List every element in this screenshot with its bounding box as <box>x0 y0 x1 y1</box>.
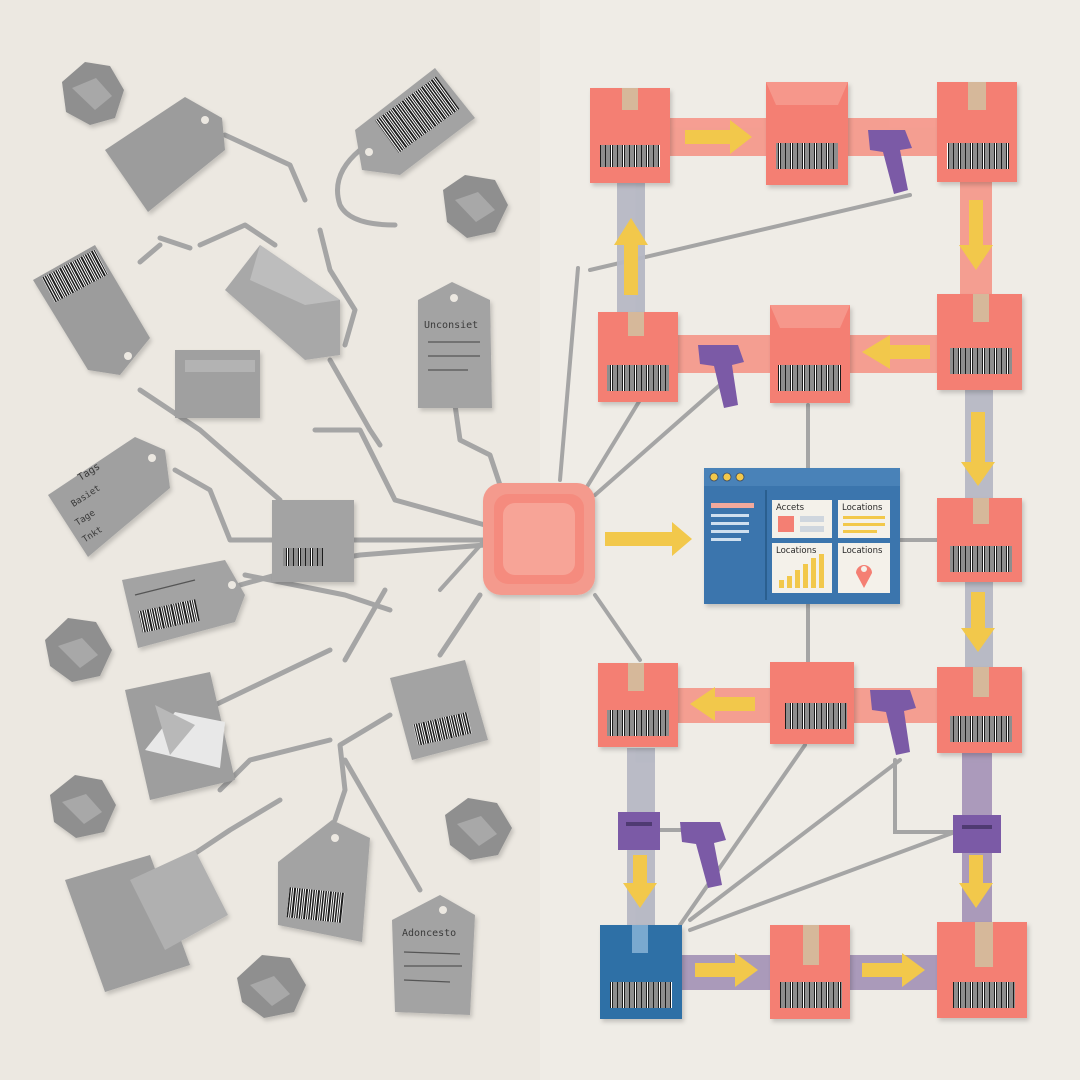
box-gray-1 <box>175 350 260 418</box>
scanner-icon <box>680 822 726 888</box>
arrow-down-1 <box>959 200 993 270</box>
arrow-right-3 <box>862 953 925 987</box>
hub-node <box>483 483 595 595</box>
tag-adoncesto-text: Adoncesto <box>402 928 456 939</box>
tag-barcode-bottom <box>278 820 370 942</box>
scanner-pad-icon <box>953 815 1001 853</box>
box-coral-r1c3 <box>937 82 1017 182</box>
arrow-up-1 <box>614 218 648 295</box>
crumpled-paper-4 <box>50 775 116 838</box>
tag-handwritten-tags: Tags Basiet Tage Tnkt <box>48 437 170 557</box>
box-coral-r4c1 <box>598 663 678 747</box>
box-gray-open-1 <box>125 672 235 800</box>
tag-barcode-mid <box>122 560 245 648</box>
panel-locations-1: Locations <box>838 500 890 538</box>
scanner-icon <box>868 130 912 194</box>
tag-barcode-left <box>33 245 150 375</box>
box-coral-r2c3 <box>937 294 1022 390</box>
box-coral-r5c2 <box>770 925 850 1019</box>
arrow-hub-to-dashboard <box>605 522 692 556</box>
arrow-left-1 <box>862 335 930 369</box>
dashboard-window: Accets Locations Locations <box>704 468 900 604</box>
hub-square-icon <box>503 503 575 575</box>
arrow-right-2 <box>695 953 758 987</box>
box-coral-r1c1 <box>590 88 670 183</box>
tag-unconsist-text: Unconsiet <box>424 320 478 331</box>
box-blue-r5c1 <box>600 925 682 1019</box>
box-coral-r4c3 <box>937 667 1022 753</box>
tag-adoncesto: Adoncesto <box>392 895 475 1015</box>
arrow-down-3 <box>961 592 995 652</box>
box-coral-r2c2 <box>770 305 850 403</box>
box-gray-center-left <box>272 500 354 582</box>
panel-accets-title: Accets <box>776 503 805 513</box>
window-dot-icon <box>722 472 732 482</box>
panel-locations-2-title: Locations <box>776 546 817 556</box>
tangled-strings <box>137 132 503 898</box>
tag-barcode-top <box>355 68 475 175</box>
crumpled-paper-6 <box>237 955 306 1018</box>
panel-locations-2: Locations <box>772 543 832 593</box>
arrow-right-1 <box>685 120 752 154</box>
bar-chart-icon <box>779 554 824 588</box>
map-pin-icon <box>856 565 872 588</box>
crumpled-paper-2 <box>443 175 508 238</box>
panel-locations-3-title: Locations <box>842 546 883 556</box>
box-folded-gray-1 <box>225 245 340 360</box>
box-coral-r5c3 <box>937 922 1027 1018</box>
box-coral-r2c1 <box>598 312 678 402</box>
arrow-down-4 <box>623 855 657 908</box>
box-coral-r1c2 <box>766 82 848 185</box>
box-coral-r3c3 <box>937 498 1022 582</box>
window-dot-icon <box>709 472 719 482</box>
tag-unconsist: Unconsiet <box>418 282 492 408</box>
crumpled-paper-3 <box>45 618 112 682</box>
crumpled-paper-5 <box>445 798 512 860</box>
window-dot-icon <box>735 472 745 482</box>
arrow-down-5 <box>959 855 993 908</box>
scanner-pad-icon <box>618 812 660 850</box>
scanner-icon <box>870 690 916 755</box>
arrow-left-2 <box>690 687 755 721</box>
box-gray-open-2 <box>65 850 228 992</box>
dashboard-sidebar <box>711 503 754 541</box>
crumpled-paper-1 <box>62 62 124 125</box>
scanner-icon <box>698 345 744 408</box>
panel-accets: Accets <box>772 500 832 538</box>
asset-blocks-icon <box>778 516 824 532</box>
panel-locations-3: Locations <box>838 543 890 593</box>
panel-locations-1-title: Locations <box>842 503 883 513</box>
box-coral-r4c2 <box>770 662 854 744</box>
arrow-down-2 <box>961 412 995 486</box>
box-gray-right-mid <box>390 660 488 760</box>
tag-blank-1 <box>105 97 225 212</box>
lines-icon <box>843 516 885 533</box>
flow-arrows <box>614 120 995 987</box>
